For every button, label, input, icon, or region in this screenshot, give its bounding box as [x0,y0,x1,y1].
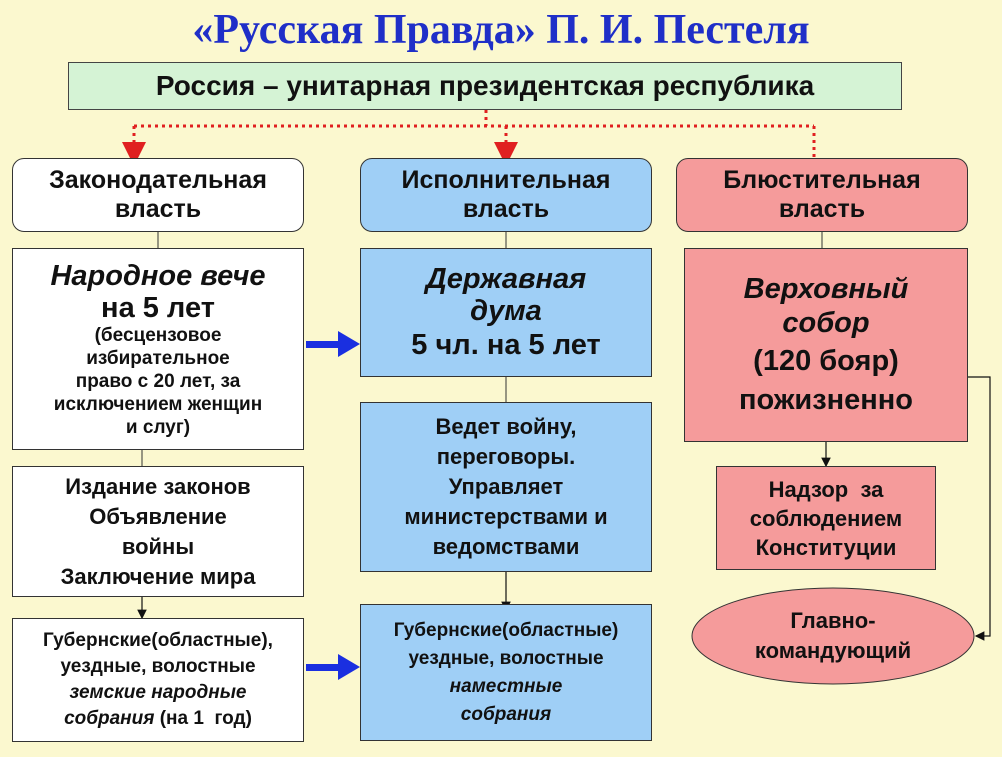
legislative-header-line1: Законодательная [49,166,267,194]
thin-connectors [141,232,823,466]
supervisory-body-title-2: собор [782,307,870,339]
legislative-local-1: Губернские(областные), [43,630,273,651]
legislative-local-2: уездные, волостные [60,656,256,677]
legislative-header-line2: власть [114,195,202,223]
dotted-red-connector [122,110,816,166]
blue-arrows [306,331,360,680]
executive-body-title-2: дума [470,294,542,327]
legislative-function-4: Заключение мира [60,563,256,589]
executive-functions: Ведет войну, переговоры. Управляет минис… [360,402,652,572]
executive-local: Губернские(областные) уездные, волостные… [360,604,652,741]
executive-function-4: министерствами и [404,504,608,529]
legislative-local-3: земские народные [69,682,247,703]
page-title: «Русская Правда» П. И. Пестеля [192,7,810,53]
supervisory-header: Блюстительная власть [676,158,968,232]
subtitle-text: Россия – унитарная президентская республ… [155,70,815,101]
executive-function-1: Ведет войну, [435,414,577,439]
supervisory-function-3: Конституции [755,534,897,560]
legislative-body-title-1: Народное вече [50,259,266,292]
executive-local-1: Губернские(областные) [393,619,619,641]
executive-function-5: ведомствами [432,534,580,559]
executive-header-line1: Исполнительная [401,166,611,194]
executive-header-line2: власть [462,195,550,223]
supervisory-body-sub-2: пожизненно [738,384,914,416]
legislative-function-3: войны [121,533,195,559]
subtitle-box: Россия – унитарная президентская республ… [68,62,902,110]
executive-function-3: Управляет [448,474,564,499]
supervisory-body-sub-1: (120 бояр) [753,345,899,377]
legislative-local: Губернские(областные), уездные, волостны… [12,618,304,742]
black-arrows [137,376,991,641]
legislative-body: Народное вече на 5 лет (бесцензовое изби… [12,248,304,450]
legislative-function-2: Объявление [89,503,227,529]
commander-line2: командующий [754,638,912,663]
legislative-local-4: собрания (на 1 год) [64,706,252,732]
legislative-note-4: исключением женщин [53,393,263,415]
commander-label: Главно- командующий [692,600,974,672]
legislative-header: Законодательная власть [12,158,304,232]
legislative-note-3: право с 20 лет, за [75,370,241,392]
executive-body-title-1: Державная [425,262,587,295]
supervisory-function-1: Надзор за [768,476,884,502]
executive-local-3: наместные [449,675,563,697]
supervisory-functions: Надзор за соблюдением Конституции [716,466,936,570]
legislative-local-4-italic: собрания [64,708,155,729]
legislative-body-title-2: на 5 лет [101,291,215,324]
legislative-note-5: и слуг) [125,416,191,438]
executive-local-2: уездные, волостные [408,647,604,669]
supervisory-body-title-1: Верховный [743,273,909,305]
executive-function-2: переговоры. [436,444,576,469]
executive-local-4: собрания [460,703,552,725]
legislative-functions: Издание законов Объявление войны Заключе… [12,466,304,597]
executive-body: Державная дума 5 чл. на 5 лет [360,248,652,377]
legislative-note-2: избирательное [86,347,230,369]
legislative-local-4-normal: (на 1 год) [154,708,252,729]
executive-header: Исполнительная власть [360,158,652,232]
commander-line1: Главно- [790,608,876,633]
supervisory-header-line2: власть [778,195,866,223]
supervisory-function-2: соблюдением [749,505,903,531]
supervisory-body: Верховный собор (120 бояр) пожизненно [684,248,968,442]
commander-ellipse [691,587,975,685]
executive-body-sub: 5 чл. на 5 лет [411,328,601,361]
supervisory-header-line1: Блюстительная [723,166,921,194]
legislative-note-1: (бесцензовое [94,324,222,346]
legislative-function-1: Издание законов [65,473,251,499]
